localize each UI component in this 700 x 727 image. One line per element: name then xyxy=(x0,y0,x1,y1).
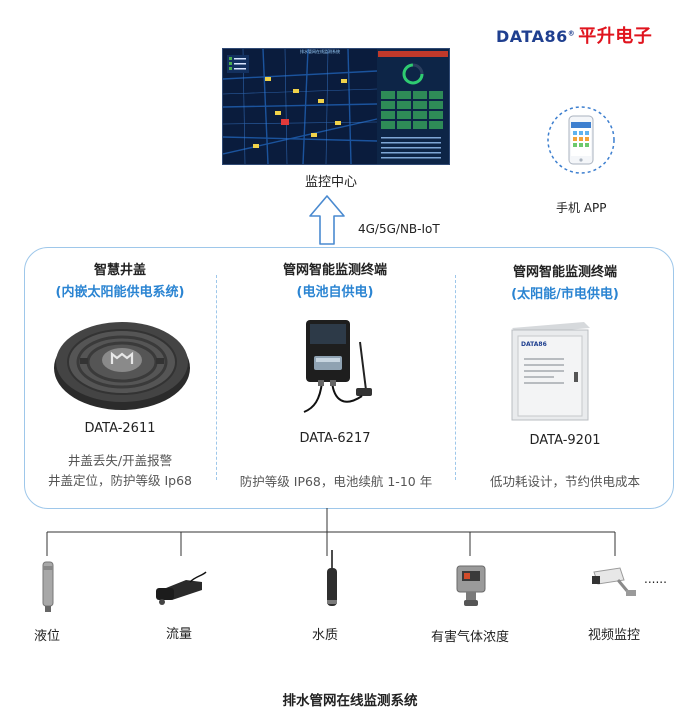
logo-mark: ® xyxy=(567,29,576,38)
cctv-camera-icon xyxy=(592,567,636,596)
screen-title: 排水管网在线监测系统 xyxy=(300,49,340,54)
phone-app-label: 手机 APP xyxy=(556,201,607,215)
device-subtitle: (内嵌太阳能供电系统) xyxy=(55,285,185,300)
cabinet-terminal-icon: DATA86 xyxy=(511,322,590,421)
device-desc-line: 低功耗设计，节约供电成本 xyxy=(489,474,640,489)
diagram-title: 排水管网在线监测系统 xyxy=(282,693,418,709)
device-model: DATA-2611 xyxy=(84,421,156,436)
mobile-phone-icon xyxy=(547,106,615,174)
sensor-label-video: 视频监控 xyxy=(588,628,641,643)
device-divider xyxy=(455,275,456,480)
logo-cn-name: 平升电子 xyxy=(578,26,653,47)
monitor-screen xyxy=(222,48,450,165)
sensor-label-water-quality: 水质 xyxy=(312,628,339,643)
sensor-label-flow: 流量 xyxy=(166,627,193,642)
device-desc-line: 井盖定位，防护等级 Ip68 xyxy=(47,473,192,488)
device-subtitle: (电池自供电) xyxy=(296,285,374,300)
sensor-label-gas: 有害气体浓度 xyxy=(431,630,510,645)
cabinet-brand: DATA86 xyxy=(521,341,547,348)
device-model: DATA-6217 xyxy=(299,431,371,446)
level-sensor-icon xyxy=(42,561,54,612)
gas-detector-icon xyxy=(456,565,486,606)
device-divider xyxy=(216,275,217,480)
device-title: 管网智能监测终端 xyxy=(512,265,617,280)
device-subtitle: (太阳能/市电供电) xyxy=(511,287,619,302)
water-quality-probe-icon xyxy=(327,550,337,606)
device-title: 管网智能监测终端 xyxy=(282,263,387,278)
sensor-connector-lines xyxy=(46,508,616,556)
logo-brand: DATA86 xyxy=(496,27,568,46)
sensor-label-level: 液位 xyxy=(34,629,61,644)
more-sensors-ellipsis: ...... xyxy=(644,572,667,586)
company-logo: DATA86®平升电子 xyxy=(496,22,652,48)
dashboard-thumbnail xyxy=(223,49,449,164)
device-title: 智慧井盖 xyxy=(93,263,146,278)
device-desc-line: 井盖丢失/开盖报警 xyxy=(67,453,173,468)
battery-terminal-icon xyxy=(303,320,372,413)
upload-arrow-icon xyxy=(309,195,345,245)
device-desc-line: 防护等级 IP68，电池续航 1-10 年 xyxy=(239,474,433,489)
monitor-center-label: 监控中心 xyxy=(305,175,358,190)
flow-meter-icon xyxy=(156,571,207,605)
manhole-cover-icon xyxy=(54,322,190,410)
device-group-box xyxy=(24,247,674,509)
device-model: DATA-9201 xyxy=(529,433,601,448)
comm-protocol-label: 4G/5G/NB-IoT xyxy=(358,222,440,236)
